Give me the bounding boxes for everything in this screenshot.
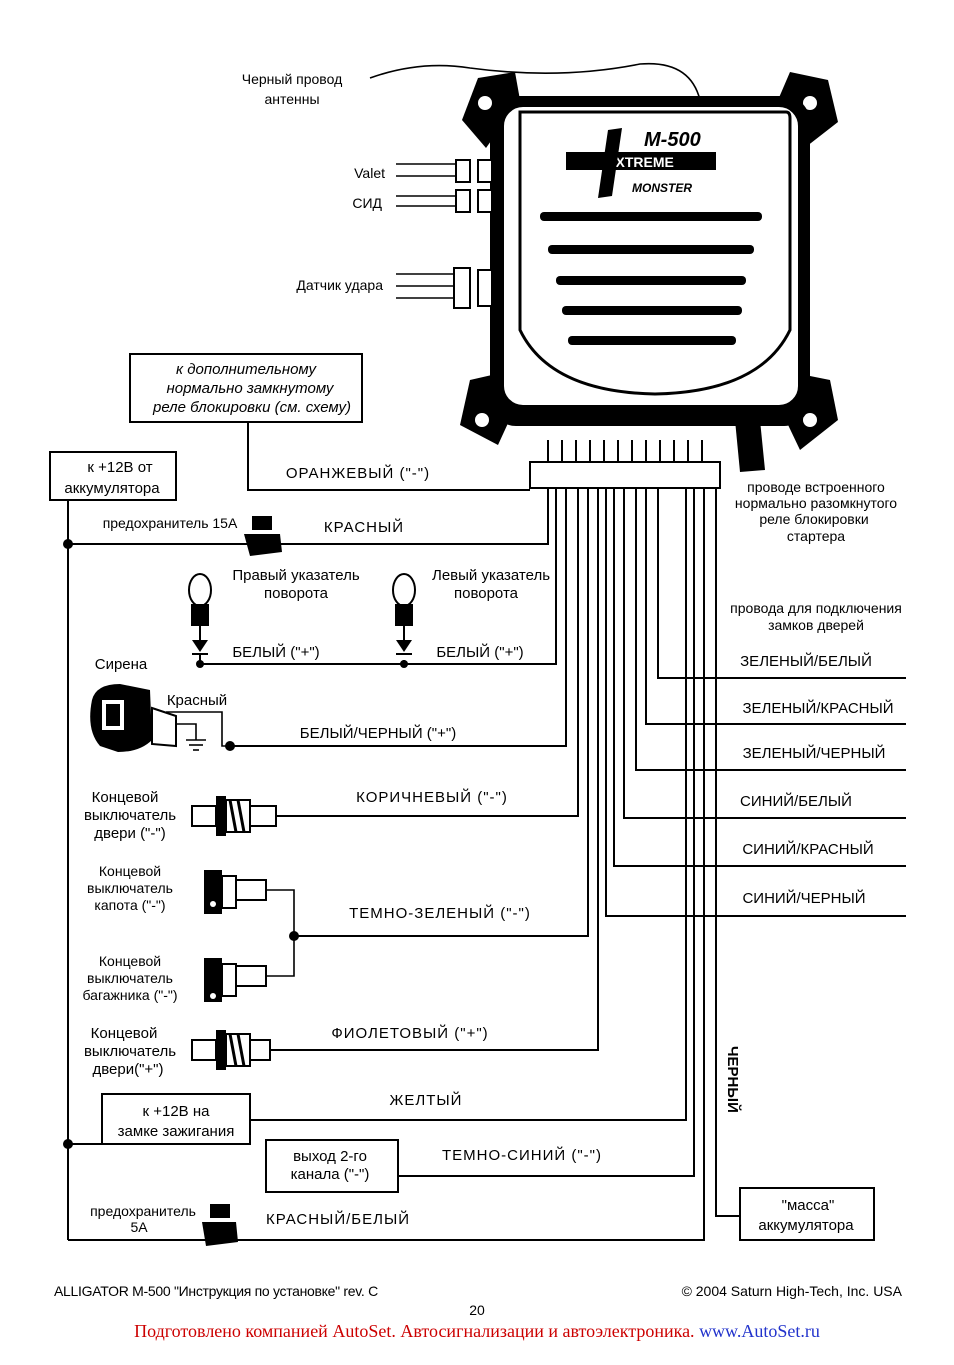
green-black-label: ЗЕЛЕНЫЙ/ЧЕРНЫЙ <box>743 744 886 762</box>
hood-label-3: капота ("-") <box>94 897 165 913</box>
relay-note-box <box>129 353 363 423</box>
left-turn-label-2: поворота <box>454 585 519 602</box>
right-turn-bulb <box>188 573 212 664</box>
battery-box-2: аккумулятора <box>64 480 160 497</box>
brown-wire-label: КОРИЧНЕВЫЙ ("-") <box>356 788 508 806</box>
hood-label-1: Концевой <box>99 863 161 879</box>
red-white-wire-label: КРАСНЫЙ/БЕЛЫЙ <box>266 1210 410 1228</box>
ground-box <box>739 1187 875 1241</box>
alarm-unit: M-500 EXTREME MONSTER <box>453 72 838 489</box>
starter-note-4: стартера <box>787 528 845 544</box>
dark-blue-wire-label: ТЕМНО-СИНИЙ ("-") <box>442 1146 602 1164</box>
green-white-label: ЗЕЛЕНЫЙ/БЕЛЫЙ <box>740 652 872 670</box>
led-label: СИД <box>352 195 382 211</box>
siren-red-label: Красный <box>167 692 227 709</box>
white-black-wire-label: БЕЛЫЙ/ЧЕРНЫЙ ("+") <box>300 724 456 742</box>
channel2-box <box>265 1139 399 1193</box>
footer-title: ALLIGATOR M-500 "Инструкция по установке… <box>54 1283 378 1299</box>
violet-wire-label: ФИОЛЕТОВЫЙ ("+") <box>331 1024 488 1042</box>
shock-sensor-label: Датчик удара <box>296 277 383 293</box>
trunk-label-1: Концевой <box>99 953 161 969</box>
white-left-label: БЕЛЫЙ ("+") <box>436 643 523 661</box>
fuse5-label-1: предохранитель <box>90 1203 196 1219</box>
starter-note-2: нормально разомкнутого <box>735 495 897 511</box>
credit-text: Подготовлено компанией AutoSet. Автосигн… <box>134 1321 695 1341</box>
starter-note-1: проводе встроенного <box>747 479 885 495</box>
battery-box-1: к +12В от <box>87 459 152 476</box>
relay-note-3: реле блокировки (см. схему) <box>152 399 351 416</box>
right-turn-label-2: поворота <box>264 585 329 602</box>
door-pos-label-3: двери("+") <box>92 1061 163 1078</box>
black-wire-label: ЧЕРНЫЙ <box>724 1046 742 1113</box>
hood-label-2: выключатель <box>87 880 173 896</box>
relay-note-2: нормально замкнутому <box>167 380 335 397</box>
door-pos-label-1: Концевой <box>91 1025 158 1042</box>
dark-green-wire-label: ТЕМНО-ЗЕЛЕНЫЙ ("-") <box>349 904 531 922</box>
yellow-wire-label: ЖЕЛТЫЙ <box>390 1091 463 1109</box>
right-turn-label-1: Правый указатель <box>232 567 360 584</box>
trunk-label-2: выключатель <box>87 970 173 986</box>
relay-note-1: к дополнительному <box>176 361 318 378</box>
ignition-box-1: к +12В на <box>143 1103 211 1120</box>
credit-line: Подготовлено компанией AutoSet. Автосигн… <box>0 1321 954 1342</box>
wiring-diagram: M-500 EXTREME MONSTER Черный провод ант <box>49 62 906 1246</box>
fuse5-label-2: 5А <box>130 1219 148 1235</box>
door-neg-label-1: Концевой <box>92 789 159 806</box>
harness-wires <box>67 422 906 1241</box>
footer-copyright: © 2004 Saturn High-Tech, Inc. USA <box>681 1283 902 1299</box>
antenna-wire <box>369 62 701 101</box>
orange-wire-label: ОРАНЖЕВЫЙ ("-") <box>286 464 430 482</box>
door-switch-neg <box>191 796 277 836</box>
fuse15-label: предохранитель 15А <box>103 515 238 531</box>
brand-sub-label: MONSTER <box>632 181 692 195</box>
starter-note-3: реле блокировки <box>759 511 868 527</box>
door-neg-label-2: выключатель <box>84 807 176 824</box>
blue-black-label: СИНИЙ/ЧЕРНЫЙ <box>742 889 865 907</box>
left-turn-label-1: Левый указатель <box>432 567 550 584</box>
battery-box <box>49 451 177 501</box>
blue-white-label: СИНИЙ/БЕЛЫЙ <box>740 792 852 810</box>
locks-note-2: замков дверей <box>768 617 864 633</box>
fuse-5a <box>202 1204 238 1246</box>
brand-label: EXTREME <box>606 154 674 170</box>
door-switch-pos <box>191 1030 271 1070</box>
valet-label: Valet <box>354 165 385 181</box>
ground-box-2: аккумулятора <box>758 1217 854 1234</box>
credit-url[interactable]: www.AutoSet.ru <box>699 1321 820 1341</box>
antenna-label: Черный провод <box>242 71 343 87</box>
door-pos-label-2: выключатель <box>84 1043 176 1060</box>
fuse-15a <box>244 516 282 556</box>
siren <box>90 684 230 752</box>
antenna-label-2: антенны <box>264 91 319 107</box>
ground-box-1: "масса" <box>782 1197 835 1214</box>
siren-label: Сирена <box>95 656 148 673</box>
hood-switch <box>204 870 295 977</box>
left-turn-bulb <box>392 573 416 655</box>
channel2-box-2: канала ("-") <box>291 1166 370 1183</box>
channel2-box-1: выход 2-го <box>293 1148 367 1165</box>
white-right-label: БЕЛЫЙ ("+") <box>232 643 319 661</box>
ignition-box-2: замке зажигания <box>118 1123 235 1140</box>
red-wire-label: КРАСНЫЙ <box>324 518 404 536</box>
blue-red-label: СИНИЙ/КРАСНЫЙ <box>742 840 873 858</box>
trunk-switch <box>204 958 267 1002</box>
model-label: M-500 <box>644 129 701 151</box>
page-number: 20 <box>469 1302 485 1318</box>
green-red-label: ЗЕЛЕНЫЙ/КРАСНЫЙ <box>742 699 893 717</box>
locks-note-1: провода для подключения <box>730 600 902 616</box>
door-neg-label-3: двери ("-") <box>94 825 165 842</box>
trunk-label-3: багажника ("-") <box>82 987 177 1003</box>
ignition-box <box>101 1093 251 1145</box>
